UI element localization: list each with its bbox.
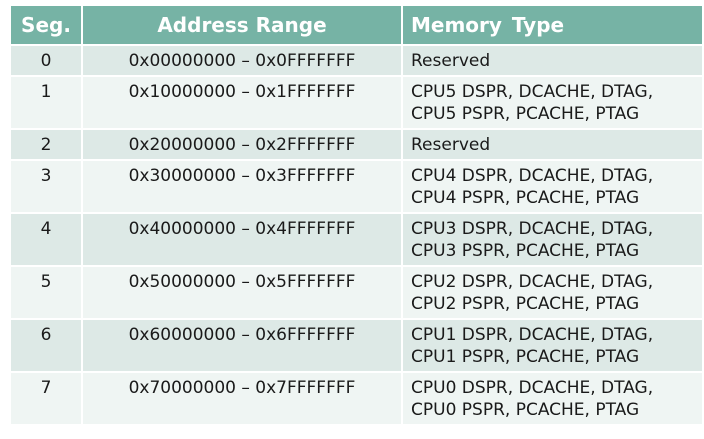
memory-type-cell: CPU0 DSPR, DCACHE, DTAG, CPU0 PSPR, PCAC… xyxy=(401,371,704,426)
address-range-cell: 0x60000000 – 0x6FFFFFFF xyxy=(81,318,403,373)
memory-type-line: CPU3 PSPR, PCACHE, PTAG xyxy=(411,241,640,261)
address-range-cell: 0x30000000 – 0x3FFFFFFF xyxy=(81,159,403,214)
segment-cell: 4 xyxy=(9,212,83,267)
segment-cell: 6 xyxy=(9,318,83,373)
header-row: Seg. Address Range Memory Type xyxy=(9,4,704,46)
header-memory-type: Memory Type xyxy=(401,4,704,46)
memory-type-line: CPU2 PSPR, PCACHE, PTAG xyxy=(411,294,640,314)
table-row: 3 0x30000000 – 0x3FFFFFFF CPU4 DSPR, DCA… xyxy=(9,159,704,214)
memory-type-cell: CPU4 DSPR, DCACHE, DTAG, CPU4 PSPR, PCAC… xyxy=(401,159,704,214)
memory-type-line: CPU1 DSPR, DCACHE, DTAG, xyxy=(411,325,654,345)
segment-cell: 5 xyxy=(9,265,83,320)
table-row: 0 0x00000000 – 0x0FFFFFFF Reserved xyxy=(9,44,704,77)
segment-cell: 1 xyxy=(9,75,83,130)
segment-cell: 7 xyxy=(9,371,83,426)
memory-type-line: CPU5 DSPR, DCACHE, DTAG, xyxy=(411,82,654,102)
memory-type-cell: CPU3 DSPR, DCACHE, DTAG, CPU3 PSPR, PCAC… xyxy=(401,212,704,267)
segment-cell: 3 xyxy=(9,159,83,214)
memory-type-line: Reserved xyxy=(411,51,491,71)
table-row: 7 0x70000000 – 0x7FFFFFFF CPU0 DSPR, DCA… xyxy=(9,371,704,426)
header-seg: Seg. xyxy=(9,4,83,46)
address-range-cell: 0x70000000 – 0x7FFFFFFF xyxy=(81,371,403,426)
table-row: 4 0x40000000 – 0x4FFFFFFF CPU3 DSPR, DCA… xyxy=(9,212,704,267)
address-range-cell: 0x50000000 – 0x5FFFFFFF xyxy=(81,265,403,320)
table-row: 6 0x60000000 – 0x6FFFFFFF CPU1 DSPR, DCA… xyxy=(9,318,704,373)
memory-type-cell: CPU1 DSPR, DCACHE, DTAG, CPU1 PSPR, PCAC… xyxy=(401,318,704,373)
header-address-range: Address Range xyxy=(81,4,403,46)
memory-type-cell: CPU5 DSPR, DCACHE, DTAG, CPU5 PSPR, PCAC… xyxy=(401,75,704,130)
memory-type-line: Reserved xyxy=(411,135,491,155)
address-range-cell: 0x40000000 – 0x4FFFFFFF xyxy=(81,212,403,267)
memory-type-line: CPU3 DSPR, DCACHE, DTAG, xyxy=(411,219,654,239)
memory-type-line: CPU1 PSPR, PCACHE, PTAG xyxy=(411,347,640,367)
memory-type-line: CPU5 PSPR, PCACHE, PTAG xyxy=(411,104,640,124)
segment-cell: 2 xyxy=(9,128,83,161)
memory-type-line: CPU4 PSPR, PCACHE, PTAG xyxy=(411,188,640,208)
memory-type-cell: CPU2 DSPR, DCACHE, DTAG, CPU2 PSPR, PCAC… xyxy=(401,265,704,320)
memory-type-line: CPU0 DSPR, DCACHE, DTAG, xyxy=(411,378,654,398)
memory-type-line: CPU4 DSPR, DCACHE, DTAG, xyxy=(411,166,654,186)
memory-type-line: CPU0 PSPR, PCACHE, PTAG xyxy=(411,400,640,420)
table-row: 1 0x10000000 – 0x1FFFFFFF CPU5 DSPR, DCA… xyxy=(9,75,704,130)
memory-segment-table: Seg. Address Range Memory Type 0 0x00000… xyxy=(9,4,704,426)
memory-type-cell: Reserved xyxy=(401,128,704,161)
table-row: 5 0x50000000 – 0x5FFFFFFF CPU2 DSPR, DCA… xyxy=(9,265,704,320)
segment-cell: 0 xyxy=(9,44,83,77)
address-range-cell: 0x20000000 – 0x2FFFFFFF xyxy=(81,128,403,161)
address-range-cell: 0x10000000 – 0x1FFFFFFF xyxy=(81,75,403,130)
table-body: 0 0x00000000 – 0x0FFFFFFF Reserved 1 0x1… xyxy=(9,44,704,426)
address-range-cell: 0x00000000 – 0x0FFFFFFF xyxy=(81,44,403,77)
memory-type-line: CPU2 DSPR, DCACHE, DTAG, xyxy=(411,272,654,292)
memory-type-cell: Reserved xyxy=(401,44,704,77)
table-row: 2 0x20000000 – 0x2FFFFFFF Reserved xyxy=(9,128,704,161)
